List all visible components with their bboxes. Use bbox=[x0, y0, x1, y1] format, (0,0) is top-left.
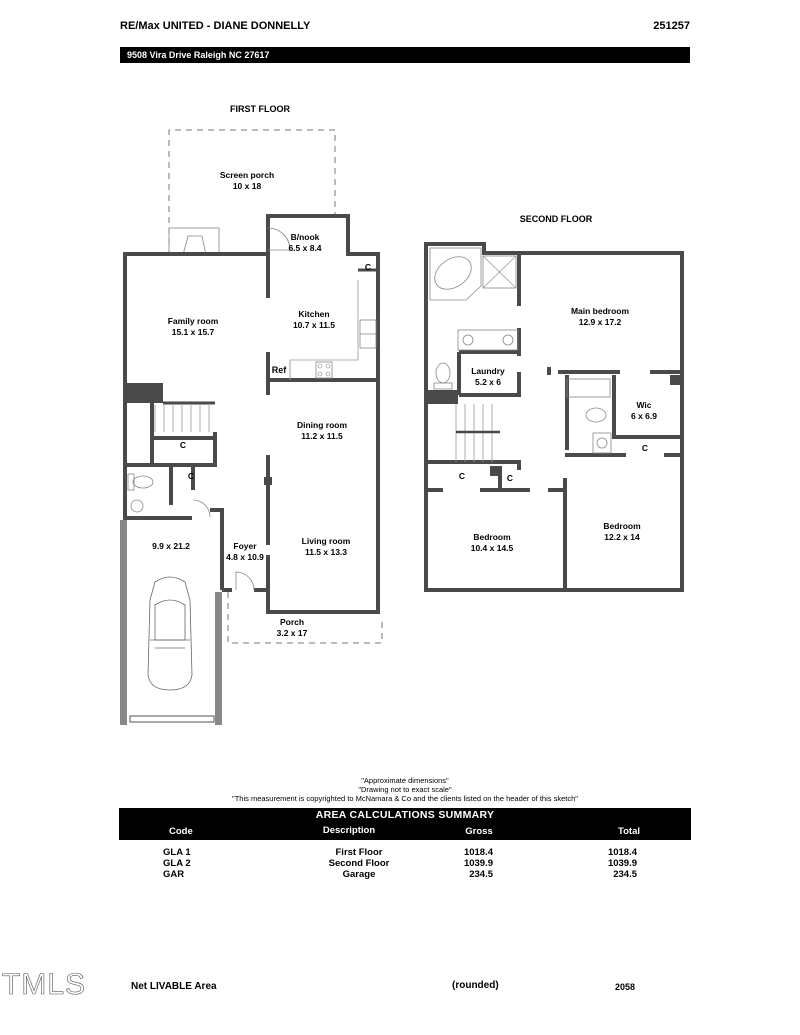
svg-text:12.2 x 14: 12.2 x 14 bbox=[604, 532, 640, 542]
net-livable-value: 2058 bbox=[615, 982, 636, 992]
table-row: GLA 1 First Floor 1018.4 1018.4 bbox=[163, 847, 637, 858]
column-header-code: Code bbox=[169, 826, 193, 837]
sink-icon bbox=[130, 499, 144, 513]
second-floor-plan: SECOND FLOOR bbox=[424, 214, 684, 592]
note-line: "This measurement is copyrighted to McNa… bbox=[232, 794, 578, 803]
svg-text:C: C bbox=[188, 471, 194, 481]
svg-text:B/nook: B/nook bbox=[291, 232, 320, 242]
garage-door bbox=[129, 715, 215, 723]
note-line: "Approximate dimensions" bbox=[361, 776, 449, 785]
svg-text:Family room: Family room bbox=[168, 316, 219, 326]
shower-icon bbox=[482, 255, 517, 289]
column-header-total: Total bbox=[618, 826, 640, 837]
car-icon bbox=[147, 576, 193, 691]
screen-porch-outline bbox=[168, 129, 336, 256]
porch-outline bbox=[227, 592, 383, 644]
tmls-logo: TMLS bbox=[2, 968, 87, 1002]
svg-text:Dining room: Dining room bbox=[297, 420, 347, 430]
table-row: GAR Garage 234.5 234.5 bbox=[163, 869, 637, 880]
svg-text:C: C bbox=[507, 473, 513, 483]
summary-title: AREA CALCULATIONS SUMMARY bbox=[315, 809, 495, 821]
svg-text:Porch: Porch bbox=[280, 617, 304, 627]
svg-text:Wic: Wic bbox=[636, 400, 651, 410]
note-line: "Drawing not to exact scale" bbox=[358, 785, 452, 794]
column-icon bbox=[264, 477, 272, 485]
svg-text:3.2 x 17: 3.2 x 17 bbox=[277, 628, 308, 638]
company-name: RE/Max UNITED - DIANE DONNELLY bbox=[120, 20, 311, 32]
svg-text:12.9 x 17.2: 12.9 x 17.2 bbox=[579, 317, 622, 327]
svg-text:C: C bbox=[180, 440, 186, 450]
svg-text:10.4 x 14.5: 10.4 x 14.5 bbox=[471, 543, 514, 553]
svg-text:C: C bbox=[459, 471, 465, 481]
svg-text:10 x 18: 10 x 18 bbox=[233, 181, 262, 191]
svg-text:6 x 6.9: 6 x 6.9 bbox=[631, 411, 657, 421]
area-summary-table: AREA CALCULATIONS SUMMARY Code Descripti… bbox=[119, 808, 691, 880]
svg-text:Screen porch: Screen porch bbox=[220, 170, 274, 180]
column-header-gross: Gross bbox=[465, 826, 493, 837]
garage-wall bbox=[120, 520, 127, 725]
svg-text:Foyer: Foyer bbox=[233, 541, 257, 551]
svg-text:C: C bbox=[365, 262, 371, 272]
file-number: 251257 bbox=[653, 20, 690, 32]
svg-text:5.2 x 6: 5.2 x 6 bbox=[475, 377, 501, 387]
toilet-icon bbox=[132, 475, 154, 489]
first-floor-title: FIRST FLOOR bbox=[230, 104, 290, 114]
svg-text:Bedroom: Bedroom bbox=[603, 521, 641, 531]
svg-text:Bedroom: Bedroom bbox=[473, 532, 511, 542]
svg-text:6.5 x 8.4: 6.5 x 8.4 bbox=[288, 243, 321, 253]
bathtub-icon-2 bbox=[566, 378, 611, 398]
vanity-icon bbox=[457, 329, 519, 351]
address-text: 9508 Vira Drive Raleigh NC 27617 bbox=[127, 50, 270, 60]
svg-text:15.1 x 15.7: 15.1 x 15.7 bbox=[172, 327, 215, 337]
bathtub-icon bbox=[429, 247, 482, 301]
svg-text:Ref: Ref bbox=[272, 365, 288, 375]
address-bar: 9508 Vira Drive Raleigh NC 27617 bbox=[120, 47, 690, 63]
stove-icon bbox=[315, 361, 333, 379]
sink-icon-2 bbox=[592, 432, 612, 454]
svg-text:Laundry: Laundry bbox=[471, 366, 505, 376]
column-header-description: Description bbox=[322, 825, 376, 836]
floor-plan-drawing: FIRST FLOOR bbox=[120, 104, 684, 725]
second-floor-title: SECOND FLOOR bbox=[520, 214, 593, 224]
svg-text:4.8 x 10.9: 4.8 x 10.9 bbox=[226, 552, 264, 562]
table-row: GLA 2 Second Floor 1039.9 1039.9 bbox=[163, 858, 637, 869]
disclaimer-notes: "Approximate dimensions" "Drawing not to… bbox=[115, 776, 695, 803]
net-livable-label: Net LIVABLE Area bbox=[131, 981, 217, 992]
svg-text:11.5 x 13.3: 11.5 x 13.3 bbox=[305, 547, 347, 557]
first-floor-plan: FIRST FLOOR bbox=[120, 104, 383, 725]
toilet-icon-2 bbox=[585, 407, 607, 423]
svg-text:11.2 x 11.5: 11.2 x 11.5 bbox=[301, 431, 343, 441]
svg-text:9.9 x 21.2: 9.9 x 21.2 bbox=[152, 541, 190, 551]
svg-text:Main bedroom: Main bedroom bbox=[571, 306, 630, 316]
fireplace-icon bbox=[168, 227, 220, 256]
rounded-label: (rounded) bbox=[452, 980, 499, 991]
svg-text:10.7 x 11.5: 10.7 x 11.5 bbox=[293, 320, 335, 330]
summary-header: AREA CALCULATIONS SUMMARY Code Descripti… bbox=[119, 808, 691, 840]
toilet-icon bbox=[435, 362, 451, 384]
svg-text:Kitchen: Kitchen bbox=[298, 309, 329, 319]
svg-text:C: C bbox=[642, 443, 648, 453]
svg-text:Living room: Living room bbox=[302, 536, 351, 546]
